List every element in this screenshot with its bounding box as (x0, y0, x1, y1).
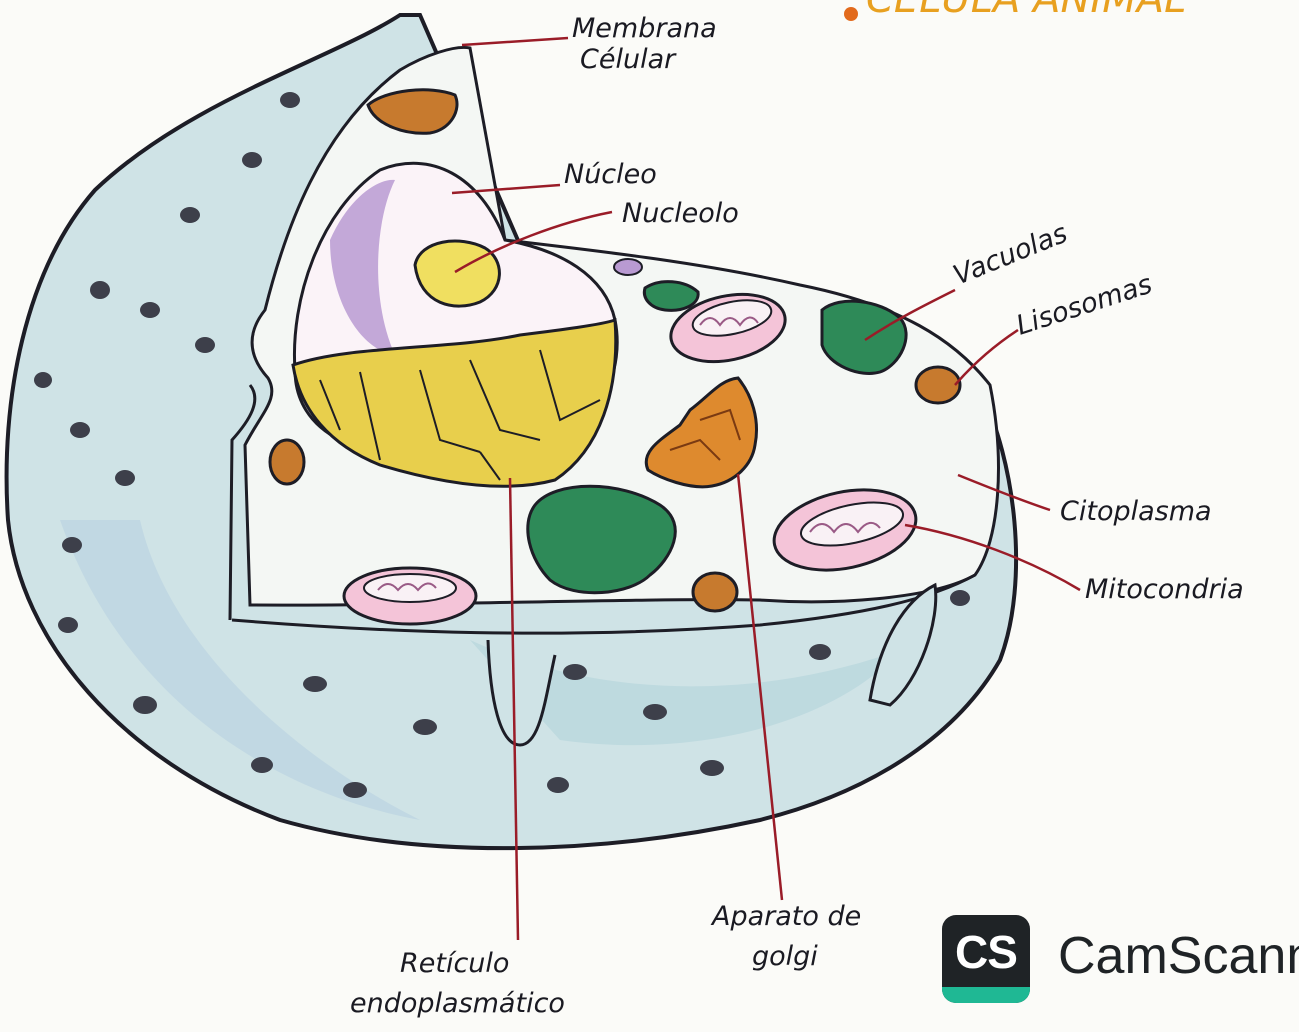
camscanner-logo-letters: CS (942, 925, 1030, 979)
lysosome-left (270, 440, 304, 484)
label-reticulo-line2: endoplasmático (350, 988, 565, 1019)
label-membrana-line2: Célular (580, 44, 677, 75)
title-bullet (844, 7, 858, 21)
label-vacuolas: Vacuolas (949, 218, 1072, 292)
mitochondrion-left (344, 568, 476, 624)
diagram-title: CÉLULA ANIMAL (844, 0, 1186, 22)
camscanner-watermark-text: CamScanner (1058, 926, 1299, 986)
vacuole-small (644, 282, 698, 311)
nucleus (293, 163, 617, 486)
label-nucleolo: Nucleolo (622, 198, 739, 229)
label-nucleo: Núcleo (564, 159, 657, 190)
label-citoplasma: Citoplasma (1060, 496, 1212, 527)
pointer-membrana (462, 38, 568, 45)
label-golgi-line1: Aparato de (710, 901, 861, 932)
vacuole-right (822, 301, 906, 373)
label-golgi-line2: golgi (752, 941, 818, 972)
lysosome-bottom (693, 573, 737, 611)
vesicle-small (614, 259, 642, 275)
label-mitocondria: Mitocondria (1085, 574, 1244, 605)
label-reticulo-line1: Retículo (400, 948, 509, 979)
lysosome-right (916, 367, 960, 403)
title-text: CÉLULA ANIMAL (866, 0, 1186, 22)
label-lisosomas: Lisosomas (1013, 269, 1156, 342)
camscanner-logo-stripe (942, 987, 1030, 1003)
camscanner-logo: CS (942, 915, 1030, 1003)
label-membrana-line1: Membrana (572, 13, 717, 44)
